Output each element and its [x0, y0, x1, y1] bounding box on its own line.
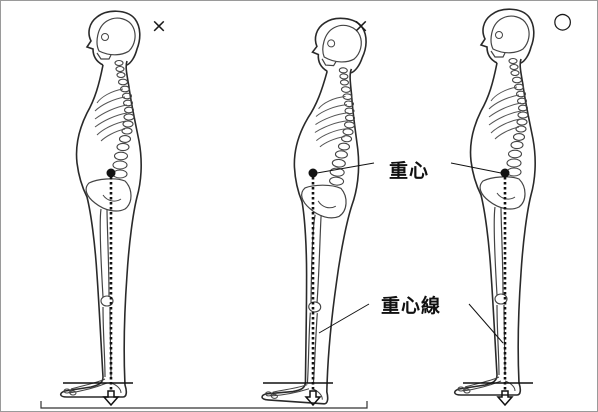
incorrect-mark-2: × [353, 17, 369, 36]
center-of-gravity-dot [501, 169, 510, 178]
label-pointer [319, 304, 369, 333]
center-of-gravity-label: 重心 [389, 156, 429, 183]
down-arrow-icon [104, 391, 118, 405]
skeleton-figure-icon [262, 15, 369, 405]
skeleton-figure-icon [61, 11, 141, 397]
grouping-bracket [41, 401, 367, 408]
center-of-gravity-dot [107, 169, 116, 178]
down-arrow-icon [498, 391, 512, 405]
center-of-gravity-dot [309, 169, 318, 178]
label-pointer [451, 163, 501, 173]
skeleton-figure-icon [455, 9, 535, 395]
correct-mark: ○ [553, 11, 572, 33]
line-of-gravity-label: 重心線 [381, 291, 441, 318]
incorrect-mark-1: × [151, 17, 167, 36]
